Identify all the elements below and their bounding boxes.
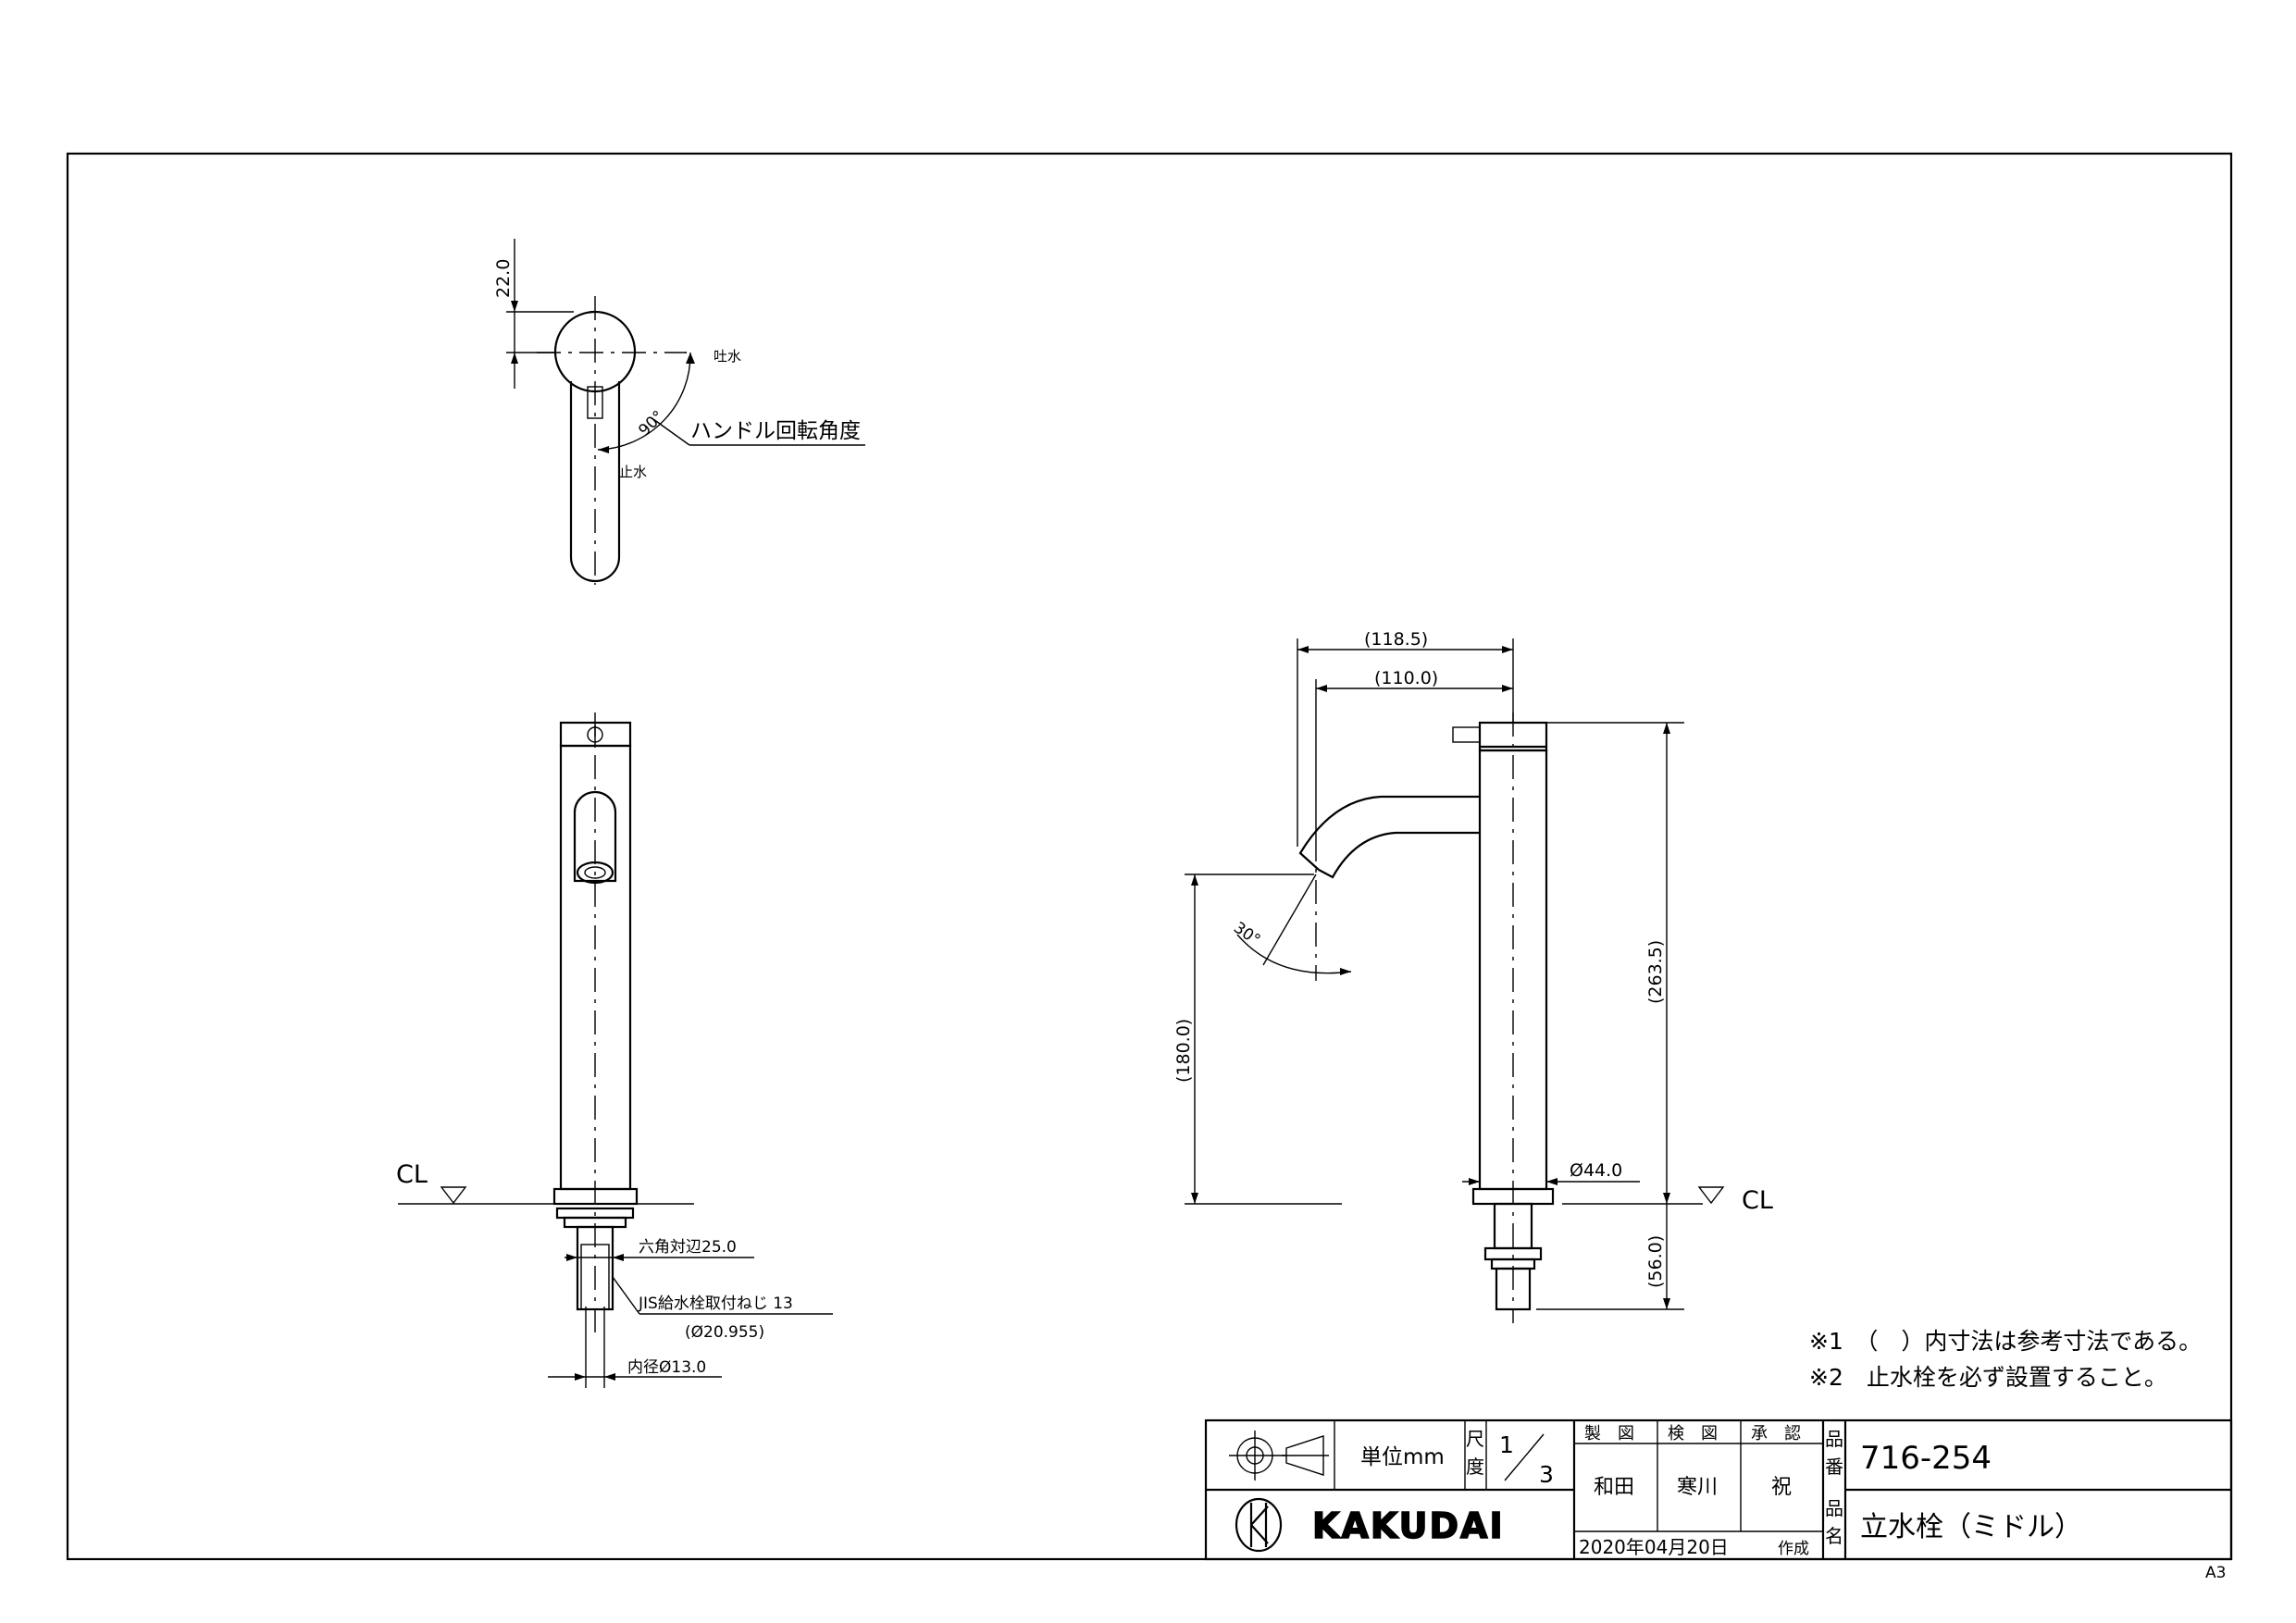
- company-name: KAKUDAI: [1312, 1505, 1505, 1546]
- front-view: CL 六角対辺25.0 JIS給水栓取付ねじ 13 (Ø20.955) 内径Ø1…: [396, 712, 833, 1388]
- approved-by: 祝: [1771, 1476, 1792, 1499]
- part-no-label-2: 番: [1825, 1456, 1843, 1478]
- part-no: 716-254: [1860, 1440, 1992, 1477]
- rotation-arc: [597, 352, 691, 451]
- kakudai-logo-icon: [1235, 1497, 1283, 1553]
- handle-lever: [569, 381, 621, 583]
- checked-label: 検 図: [1668, 1424, 1718, 1443]
- bore-label: 内径Ø13.0: [627, 1358, 706, 1377]
- created-label: 作成: [1778, 1540, 1809, 1558]
- cl-label-side: CL: [1742, 1186, 1773, 1215]
- cl-label-front: CL: [396, 1160, 428, 1189]
- notes: ※1 （ ）内寸法は参考寸法である。 ※2 止水栓を必ず設置すること。: [1809, 1328, 2202, 1391]
- label-stop: 止水: [619, 464, 647, 480]
- label-outlet: 吐水: [714, 348, 741, 365]
- spout-slot: [573, 790, 617, 883]
- note-2: ※2 止水栓を必ず設置すること。: [1809, 1364, 2167, 1391]
- title-block: 単位mm 尺 度 1 3 製 図 検 図 承 認 和田 寒川 祝 品 番 716…: [1204, 1419, 2233, 1561]
- angle-30: 30°: [1230, 919, 1263, 950]
- dim-22: 22.0: [493, 259, 514, 298]
- side-spout: [1298, 795, 1480, 871]
- part-no-label-1: 品: [1825, 1428, 1843, 1450]
- name-label-2: 名: [1825, 1525, 1843, 1547]
- checked-by: 寒川: [1677, 1476, 1718, 1499]
- unit-label: 単位mm: [1360, 1445, 1445, 1469]
- side-view: CL (118.5) (110.0) (263.5) (56.0) (180.0…: [1173, 629, 1773, 1323]
- dim-263-5: (263.5): [1645, 940, 1666, 1004]
- product-name: 立水栓（ミドル）: [1860, 1511, 2082, 1543]
- thread-label: JIS給水栓取付ねじ 13: [638, 1295, 793, 1313]
- approved-label: 承 認: [1751, 1424, 1801, 1443]
- dim-110: (110.0): [1374, 668, 1438, 688]
- third-angle-projection-icon: [1229, 1431, 1329, 1481]
- drawn-label: 製 図: [1584, 1424, 1634, 1443]
- hex-label: 六角対辺25.0: [639, 1238, 737, 1257]
- top-view: 22.0 吐水 止水 90° ハンドル回転角度: [493, 239, 865, 585]
- sheet-size: A3: [2205, 1564, 2226, 1582]
- dim-56: (56.0): [1645, 1235, 1666, 1288]
- creation-date: 2020年04月20日: [1579, 1536, 1729, 1558]
- dim-diameter: Ø44.0: [1570, 1160, 1622, 1181]
- drawn-by: 和田: [1594, 1476, 1634, 1499]
- dim-118-5: (118.5): [1364, 629, 1428, 650]
- sheet-border: [66, 152, 2233, 1561]
- scale-label-1: 尺: [1466, 1428, 1484, 1450]
- thread-sub: (Ø20.955): [685, 1323, 764, 1342]
- handle-rotation-label: ハンドル回転角度: [690, 419, 861, 443]
- scale-num: 1: [1499, 1431, 1514, 1458]
- scale-label-2: 度: [1466, 1456, 1484, 1478]
- note-1: ※1 （ ）内寸法は参考寸法である。: [1809, 1328, 2202, 1355]
- dim-180: (180.0): [1173, 1019, 1194, 1083]
- angle-90: 90°: [635, 407, 667, 440]
- scale-den: 3: [1539, 1461, 1554, 1488]
- name-label-1: 品: [1825, 1497, 1843, 1519]
